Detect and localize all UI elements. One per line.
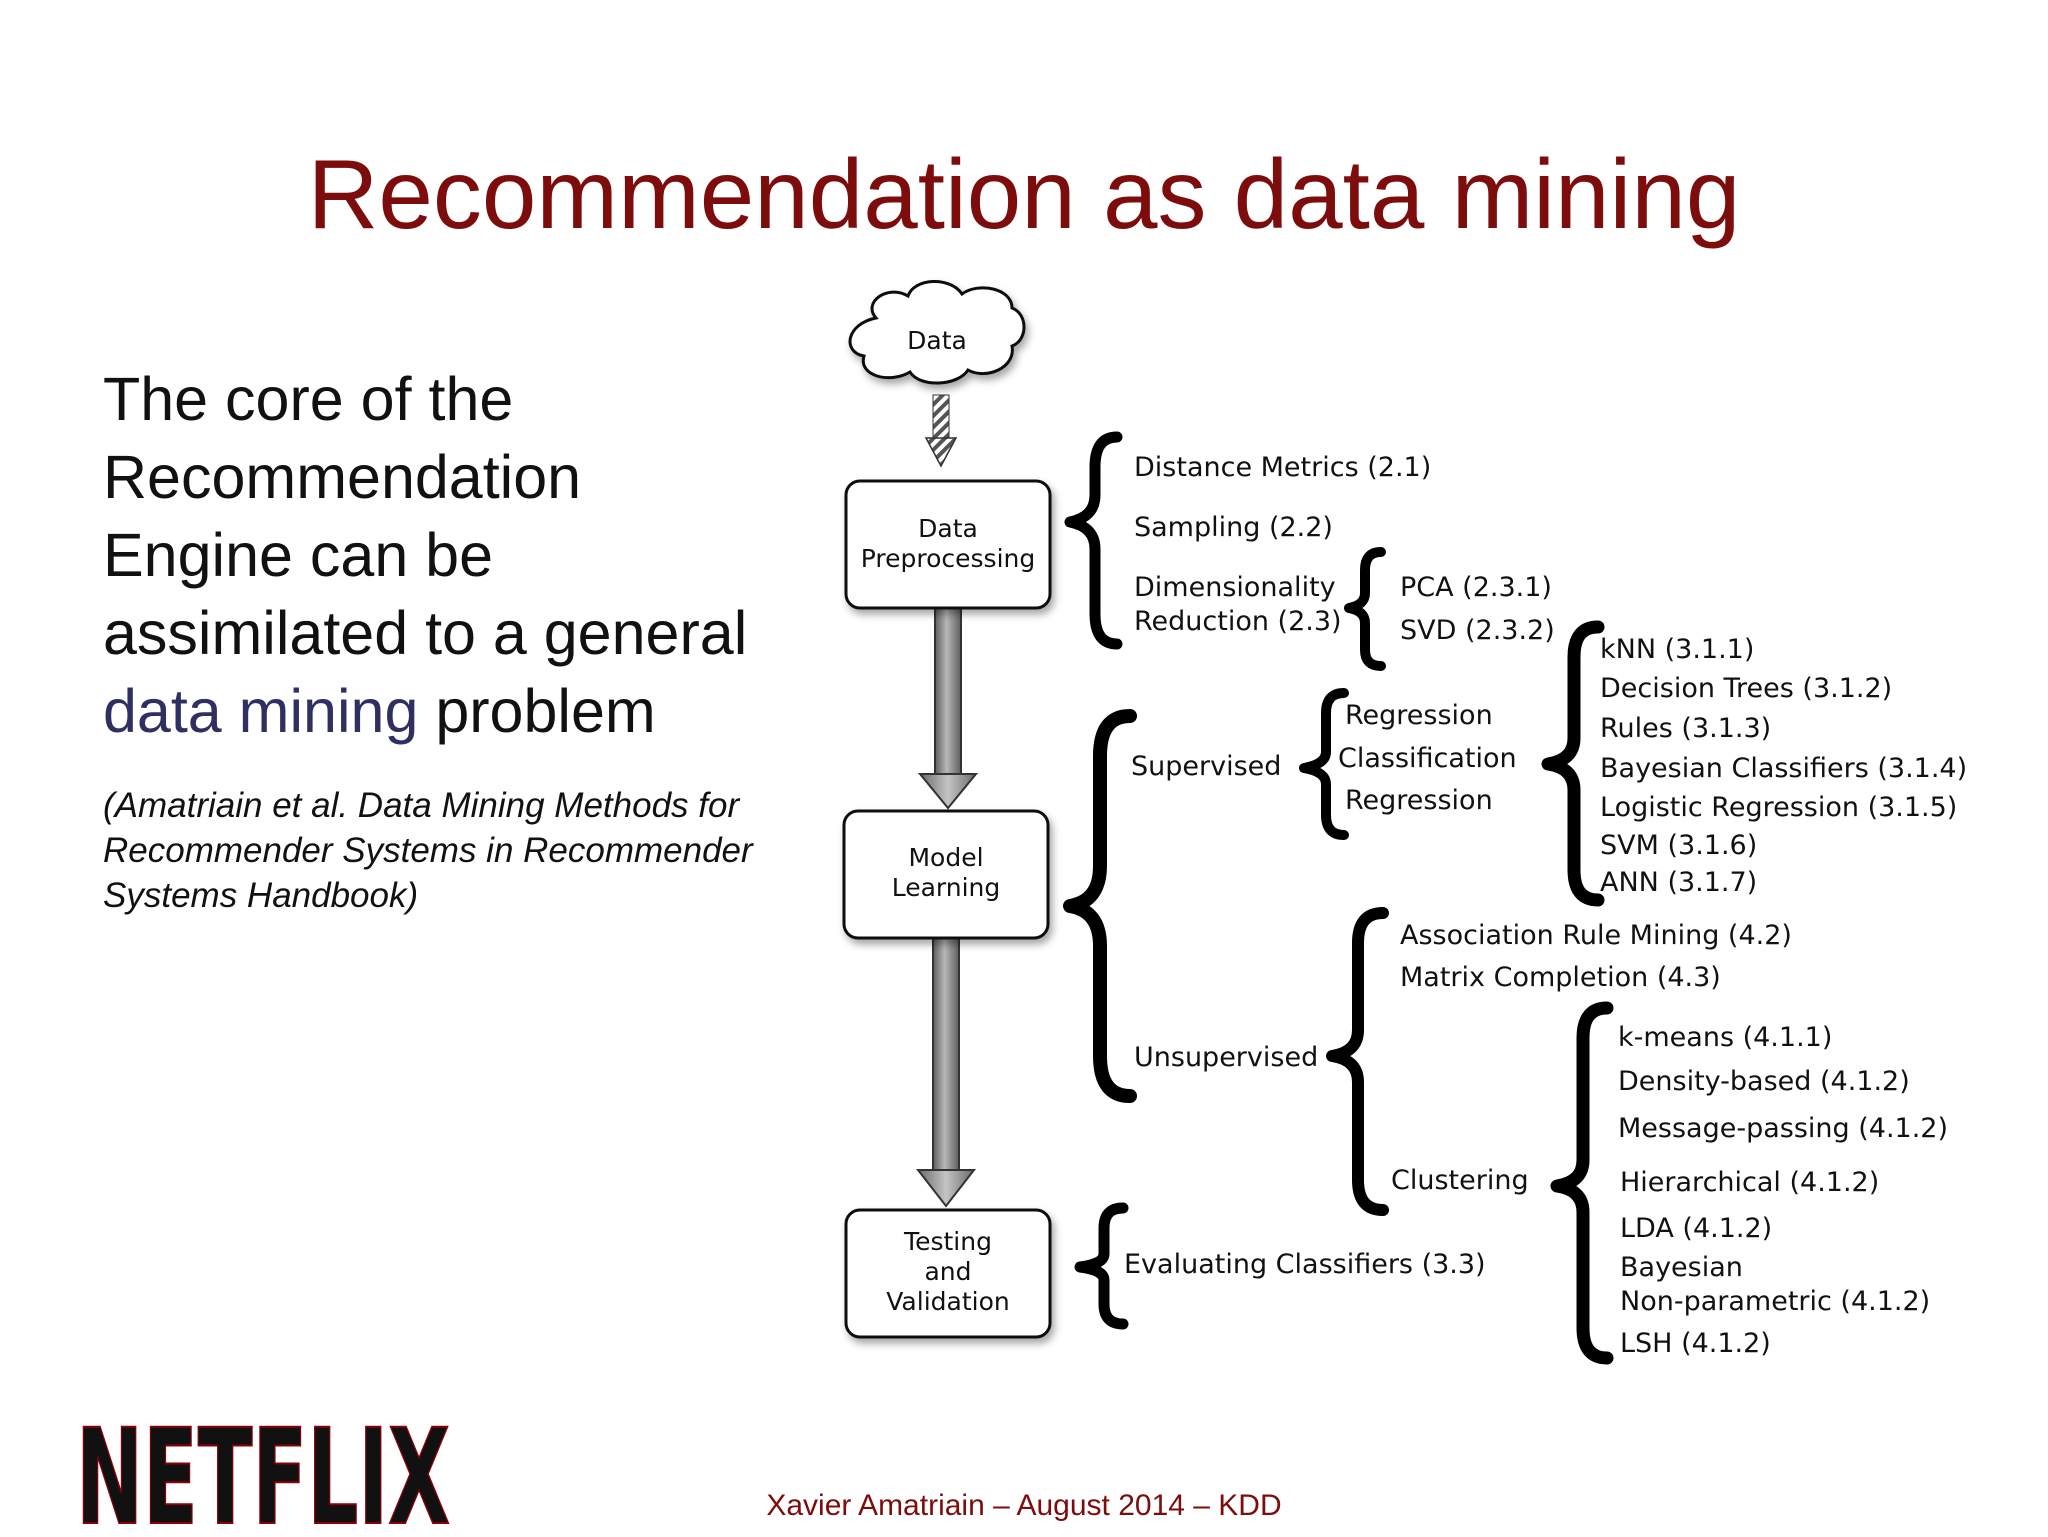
main-line-1: The core of the [103,365,514,433]
cluster-message-passing: Message-passing (4.1.2) [1618,1113,1948,1144]
classifier-knn: kNN (3.1.1) [1600,634,1754,665]
brace-dimensionality [1344,547,1386,671]
cluster-lda: LDA (4.1.2) [1620,1213,1772,1244]
flow-arrow-2 [915,937,977,1208]
sampling: Sampling (2.2) [1134,512,1333,543]
main-line-4: assimilated to a general [103,599,748,667]
evaluating-classifiers: Evaluating Classifiers (3.3) [1124,1249,1486,1280]
stage-testing-box [844,1208,1052,1339]
brace-supervised [1063,709,1137,1103]
supervised: Supervised [1131,751,1281,782]
testing-label-2: and [924,1257,971,1286]
classifier-rules: Rules (3.1.3) [1600,713,1771,744]
classifier-svm: SVM (3.1.6) [1600,830,1757,861]
cloud-label: Data [907,326,967,355]
data-cloud [848,280,1026,385]
classifier-decision-trees: Decision Trees (3.1.2) [1600,673,1892,704]
matrix-completion: Matrix Completion (4.3) [1400,962,1721,993]
main-line-3: Engine can be [103,521,494,589]
main-line-5-tail: problem [418,677,656,745]
classifier-logistic: Logistic Regression (3.1.5) [1600,792,1957,823]
cluster-hierarchical: Hierarchical (4.1.2) [1620,1167,1879,1198]
distance-metrics: Distance Metrics (2.1) [1134,452,1431,483]
testing-label-3: Validation [886,1287,1009,1316]
cluster-bayesian: Bayesian [1620,1252,1743,1283]
dimensionality-1: Dimensionality [1134,572,1336,603]
cluster-density: Density-based (4.1.2) [1618,1066,1910,1097]
citation-line-2: Recommender Systems in Recommender [103,831,753,870]
brace-testing [1074,1202,1129,1330]
main-line-2: Recommendation [103,443,582,511]
preprocessing-label-1: Data [918,514,978,543]
regression-2: Regression [1345,785,1493,816]
classifier-bayesian: Bayesian Classifiers (3.1.4) [1600,753,1967,784]
brace-classifiers [1541,620,1605,907]
svd: SVD (2.3.2) [1400,615,1555,646]
brace-preprocessing [1064,431,1123,650]
stage-learning-box [842,809,1050,940]
flow-arrow-1 [917,607,979,810]
stage-preprocessing-box [844,479,1052,610]
citation-line-1: (Amatriain et al. Data Mining Methods fo… [103,786,740,825]
netflix-logo: NETFLIX [76,1401,450,1537]
classifier-ann: ANN (3.1.7) [1600,867,1757,898]
main-line-5: data mining problem [103,672,747,750]
highlight-text: data mining [103,677,419,745]
pca: PCA (2.3.1) [1400,572,1552,603]
cluster-lsh: LSH (4.1.2) [1620,1328,1771,1359]
citation-line-3: Systems Handbook) [103,876,419,915]
citation: (Amatriain et al. Data Mining Methods fo… [103,783,753,918]
brace-unsupervised [1326,907,1389,1216]
footer: Xavier Amatriain – August 2014 – KDD [766,1489,1282,1522]
preprocessing-label-2: Preprocessing [861,544,1035,573]
cluster-nonparametric: Non-parametric (4.1.2) [1620,1286,1930,1317]
brace-clustering [1550,1001,1614,1365]
testing-label-1: Testing [903,1227,992,1256]
unsupervised: Unsupervised [1134,1042,1318,1073]
brace-regression-group [1299,688,1349,840]
association-rule-mining: Association Rule Mining (4.2) [1400,920,1792,951]
learning-label-2: Learning [892,873,1001,902]
dimensionality-2: Reduction (2.3) [1134,606,1342,637]
classification: Classification [1338,743,1517,774]
regression-1: Regression [1345,700,1493,731]
clustering: Clustering [1391,1165,1529,1196]
slide-title: Recommendation as data mining [307,139,1741,249]
hatched-arrow [924,394,958,468]
main-statement: The core of the Recommendation Engine ca… [103,360,747,750]
cluster-kmeans: k-means (4.1.1) [1618,1022,1832,1053]
learning-label-1: Model [908,843,983,872]
